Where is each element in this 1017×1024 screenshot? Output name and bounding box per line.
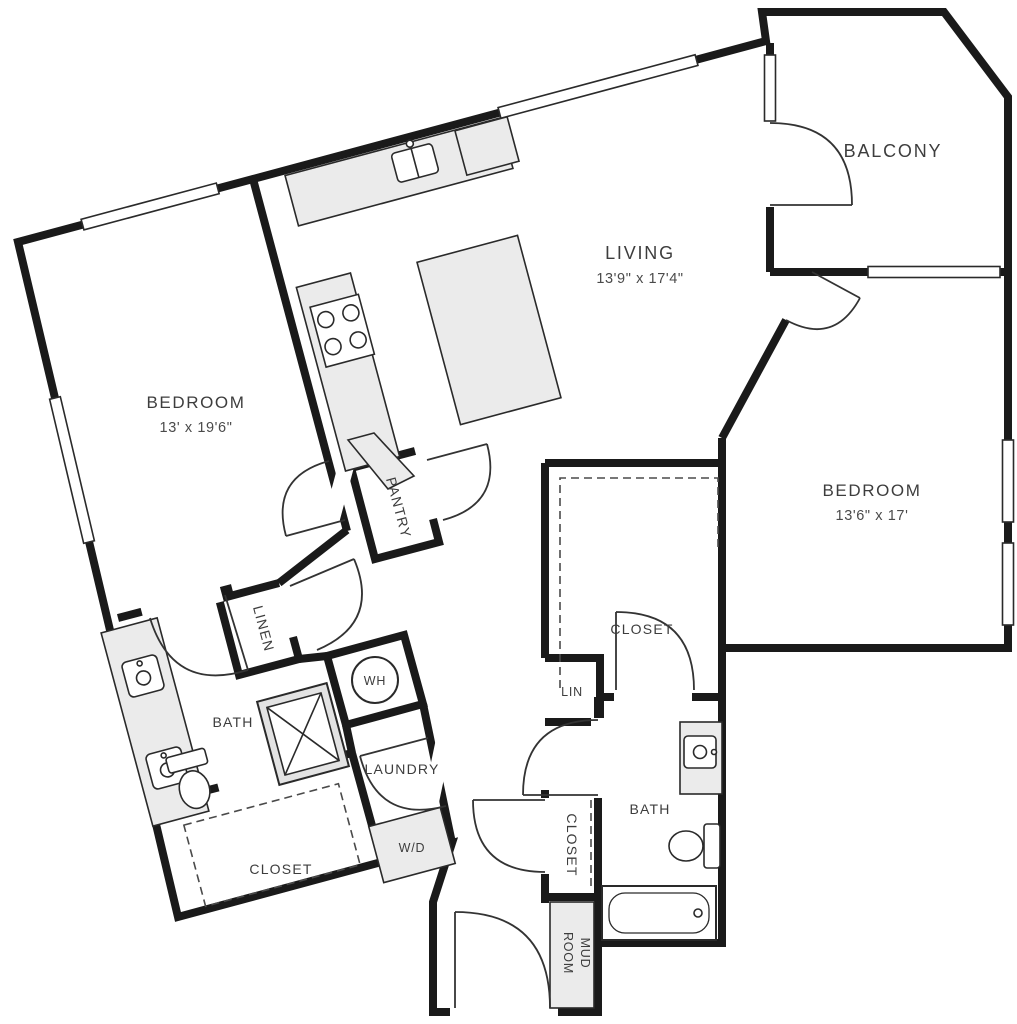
living-label: LIVING (605, 243, 675, 263)
closet-right-dashed-outline (559, 477, 719, 688)
bath-left-door (149, 594, 249, 677)
linen-closet-walls (214, 579, 304, 680)
washer-dryer-label: W/D (399, 841, 426, 855)
bedroom-left-dims: 13' x 19'6" (160, 420, 233, 436)
washer-dryer (367, 806, 457, 884)
door-gaps (140, 121, 777, 1020)
bathtub (601, 885, 717, 941)
sink-left-1 (121, 654, 165, 698)
window-bedroom-right-top (867, 265, 1001, 279)
closet-rods (182, 477, 719, 908)
kitchen-counter-angled-end (346, 432, 416, 491)
bath-right-fixtures (549, 721, 723, 1009)
stove (309, 293, 376, 369)
closet-bottom-door (472, 799, 546, 873)
refrigerator (453, 115, 521, 177)
closet-right-door (615, 611, 695, 691)
laundry-door (359, 737, 447, 811)
toilet-right (668, 823, 721, 869)
kitchen-island (416, 234, 562, 426)
pantry-door (426, 443, 492, 521)
lin-label: LIN (561, 685, 583, 699)
closet-right-label: CLOSET (610, 621, 673, 637)
balcony-door (769, 122, 853, 206)
water-heater-label: WH (364, 674, 386, 688)
bedroom-left-door (281, 460, 346, 537)
windows (48, 53, 1015, 626)
bath-right-door (522, 719, 599, 796)
window-balcony-wall (763, 54, 777, 122)
mudroom-label-line1: MUD (578, 938, 592, 969)
bath-right-label: BATH (629, 801, 670, 817)
window-living-top (497, 53, 699, 120)
closet-left-label: CLOSET (249, 861, 312, 877)
window-bedroom-left-side (48, 395, 96, 545)
kitchen (284, 115, 562, 491)
window-bedroom-right-side-1 (1001, 439, 1015, 523)
mudroom-label-line2: ROOM (561, 932, 575, 974)
window-bedroom-left-top (80, 182, 221, 231)
bedroom-right-label: BEDROOM (822, 481, 921, 500)
linen-door (289, 558, 363, 651)
living-dims: 13'9" x 17'4" (596, 271, 683, 287)
closet-bottom-label: CLOSET (564, 813, 580, 876)
laundry-label: LAUNDRY (364, 761, 439, 777)
bath-left-fixtures (100, 616, 351, 828)
doors (149, 122, 861, 1009)
bedroom-left-east-wall (249, 177, 351, 533)
water-heater (351, 656, 399, 704)
bedroom-right-diagonal-wall (718, 318, 790, 440)
toilet-left (165, 747, 211, 810)
shower-nook-wall (298, 652, 328, 663)
balcony-label: BALCONY (844, 141, 943, 161)
vestibule-wall (276, 526, 350, 587)
entry-door (454, 911, 551, 1009)
bedroom-right-dims: 13'6" x 17' (836, 508, 909, 524)
utility-fixtures (351, 656, 457, 884)
window-bedroom-right-side-2 (1001, 542, 1015, 626)
sink-right (683, 735, 718, 769)
mudroom-bench (549, 901, 595, 1009)
labels: BALCONY LIVING 13'9" x 17'4" BEDROOM 13'… (146, 141, 943, 974)
closet-left-dashed-outline (182, 782, 362, 908)
shower (255, 681, 351, 787)
bath-left-label: BATH (212, 714, 253, 730)
kitchen-sink (390, 139, 440, 183)
bedroom-right-door (785, 271, 861, 330)
outer-wall (13, 7, 1012, 1016)
pantry-label: PANTRY (383, 475, 415, 540)
bedroom-left-label: BEDROOM (146, 393, 245, 412)
linen-label: LINEN (250, 604, 278, 654)
